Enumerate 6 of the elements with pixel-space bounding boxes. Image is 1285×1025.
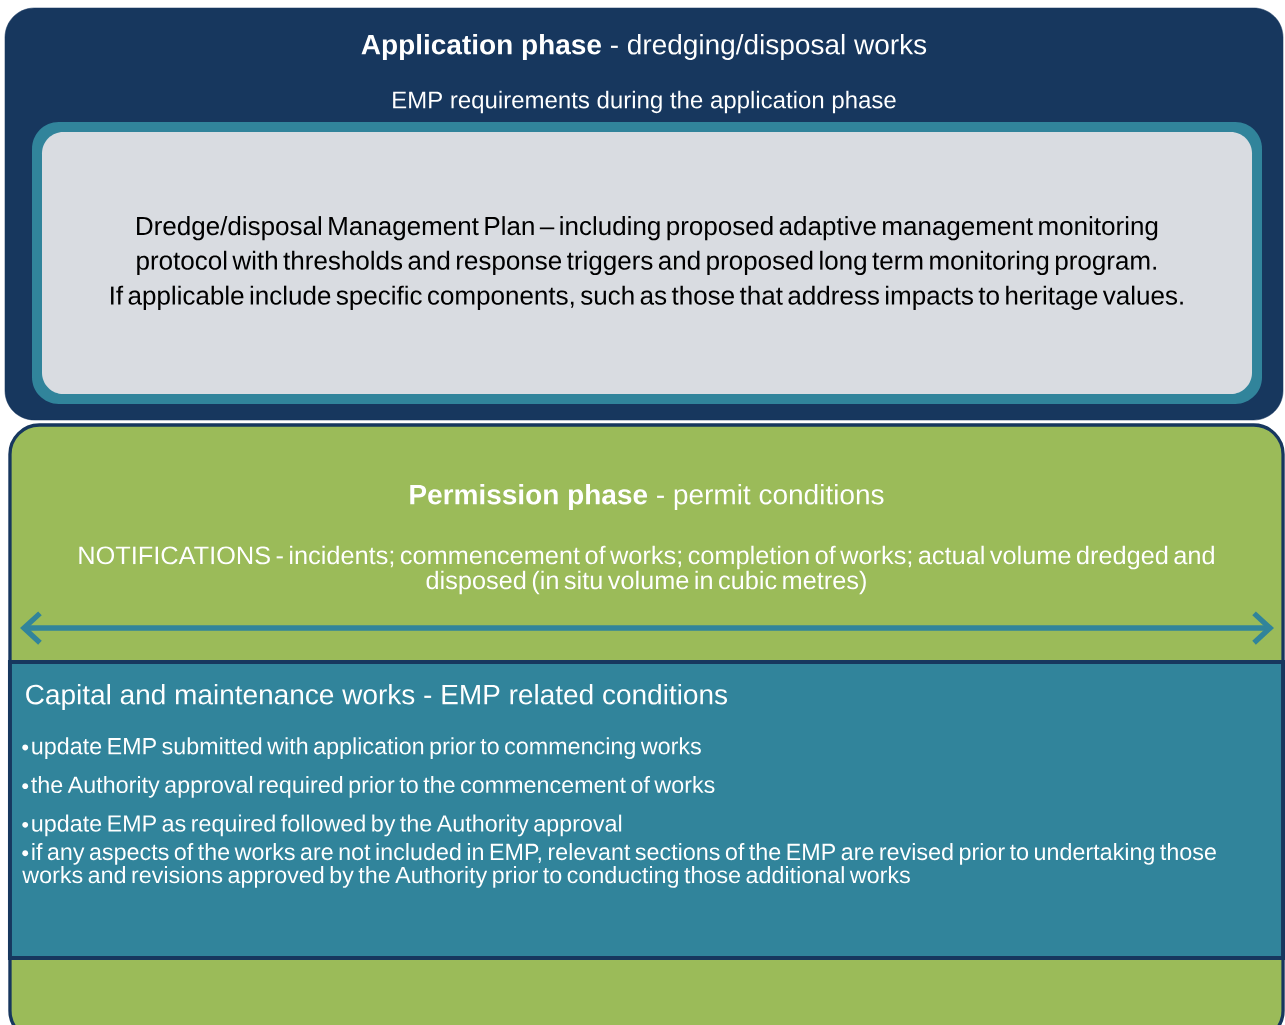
bullet-item: if any aspects of the works are not included in EMP, relevant sections of the EMP are revised prior to undertaking those works and revisions approved by the Authority prior to conducting those additional works (22, 843, 1216, 888)
condition-band: Capital and maintenance works - EMP related conditions update EMP submitted with application prior to commencing works the Authority approval required prior to the commencement of works update EMP as required followed by the Authority approval if any aspects of the works are not included in EMP, relevant sections of the EMP are revised prior to undertaking those works and revisions approved by the Authority prior to conducting those additional works (7, 660, 1285, 960)
bullet-item: the Authority approval required prior to the commencement of works (22, 775, 715, 798)
bullet-item: update EMP submitted with application prior to commencing works (22, 737, 701, 760)
text-box: Dredge/disposal Management Plan – including proposed adaptive management monitoring protocol with thresholds and response triggers and proposed long term monitoring program. If applicable include specific components, such as those that address impacts to heritage values. (32, 122, 1262, 404)
bullet-item: update EMP as required followed by the Authority approval (22, 814, 622, 837)
